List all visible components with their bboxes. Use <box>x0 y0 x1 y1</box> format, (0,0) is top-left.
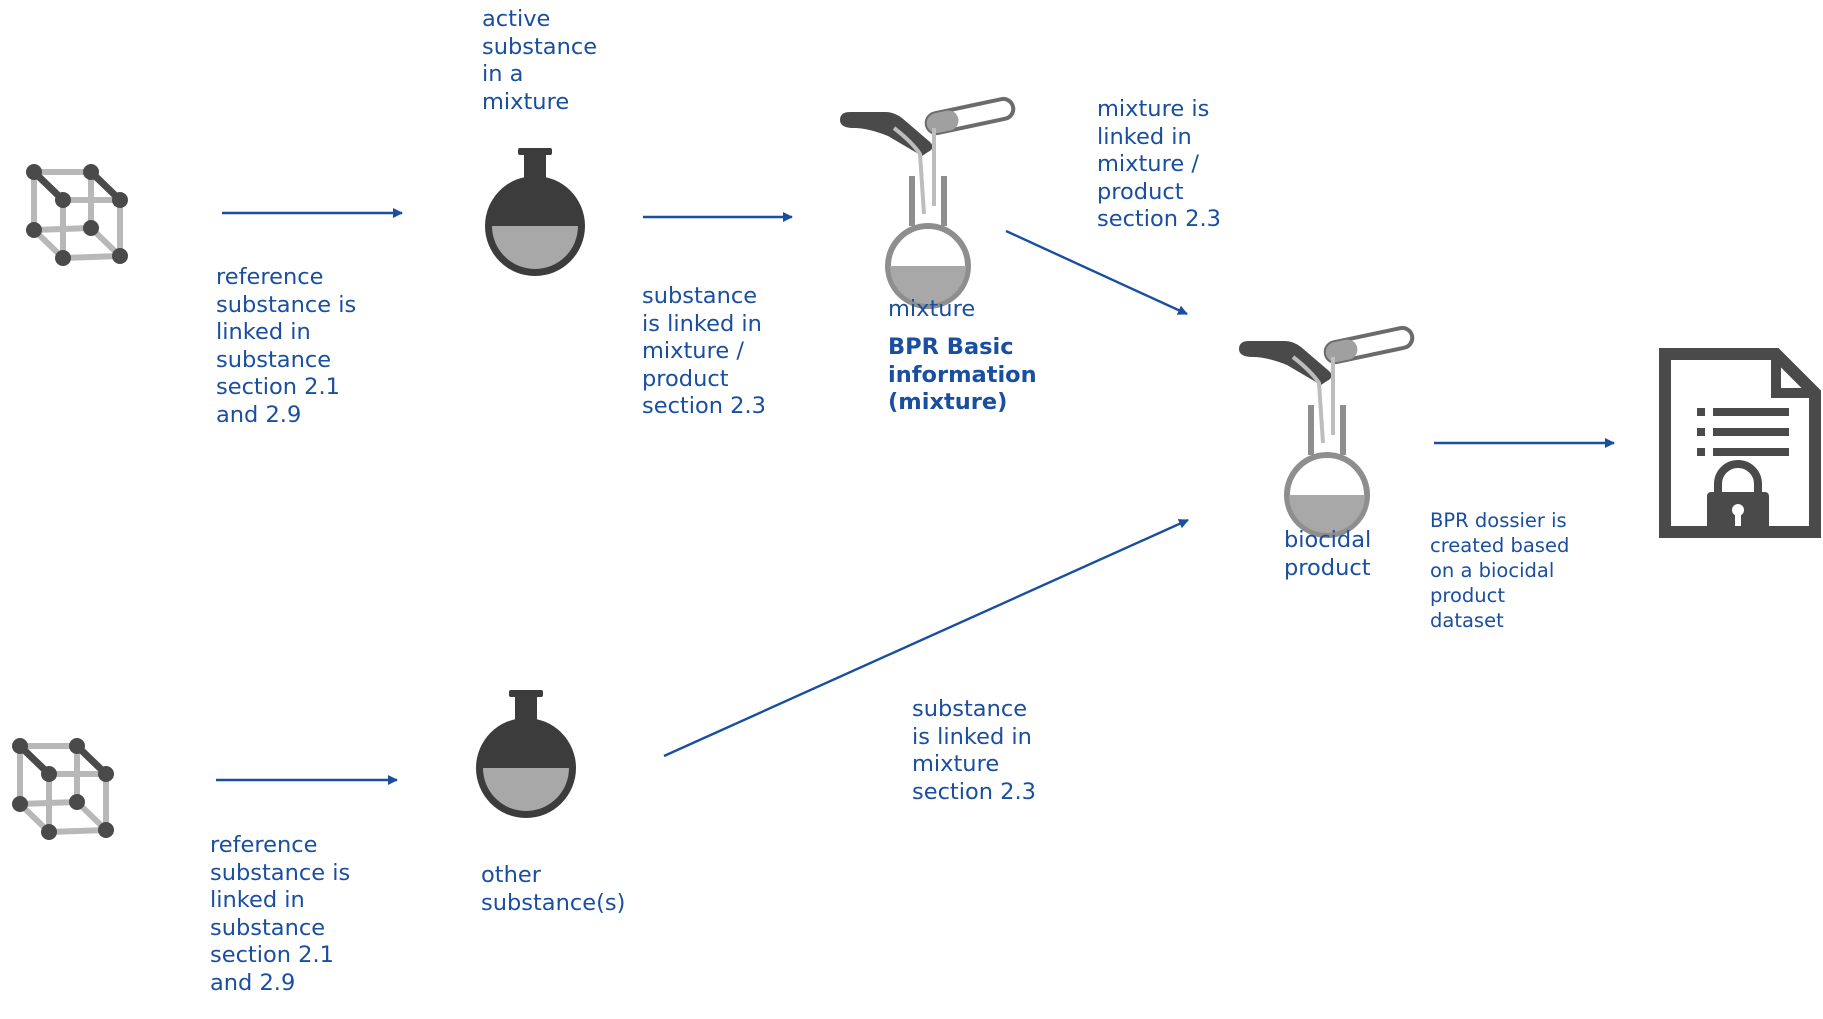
label-biocidal-product: biocidal product <box>1284 527 1372 581</box>
cube-molecule-icon <box>26 164 128 266</box>
label-bpr-basic-info: BPR Basic information (mixture) <box>888 334 1037 415</box>
label-ref-link-bottom: reference substance is linked in substan… <box>210 832 351 996</box>
label-other-substances: other substance(s) <box>481 862 626 916</box>
cube-molecule-icon <box>12 738 114 840</box>
label-bpr-dossier: BPR dossier is created based on a biocid… <box>1430 509 1570 632</box>
label-mixture: mixture <box>888 296 976 322</box>
label-active-substance: active substance in a mixture <box>482 6 598 115</box>
mixing-flask-icon <box>840 97 1015 306</box>
label-ref-link-top: reference substance is linked in substan… <box>216 264 357 428</box>
label-substance-link-mixture: substance is linked in mixture section 2… <box>912 696 1036 805</box>
label-substance-link-mixture-product: substance is linked in mixture / product… <box>642 283 766 419</box>
round-flask-icon <box>485 148 585 276</box>
locked-document-icon <box>1659 348 1821 538</box>
label-mixture-link: mixture is linked in mixture / product s… <box>1097 96 1221 232</box>
mixing-flask-icon <box>1239 326 1414 535</box>
round-flask-icon <box>476 690 576 818</box>
arrow-other-to-product <box>663 518 1189 758</box>
arrow-mixture-to-product <box>1005 229 1188 316</box>
